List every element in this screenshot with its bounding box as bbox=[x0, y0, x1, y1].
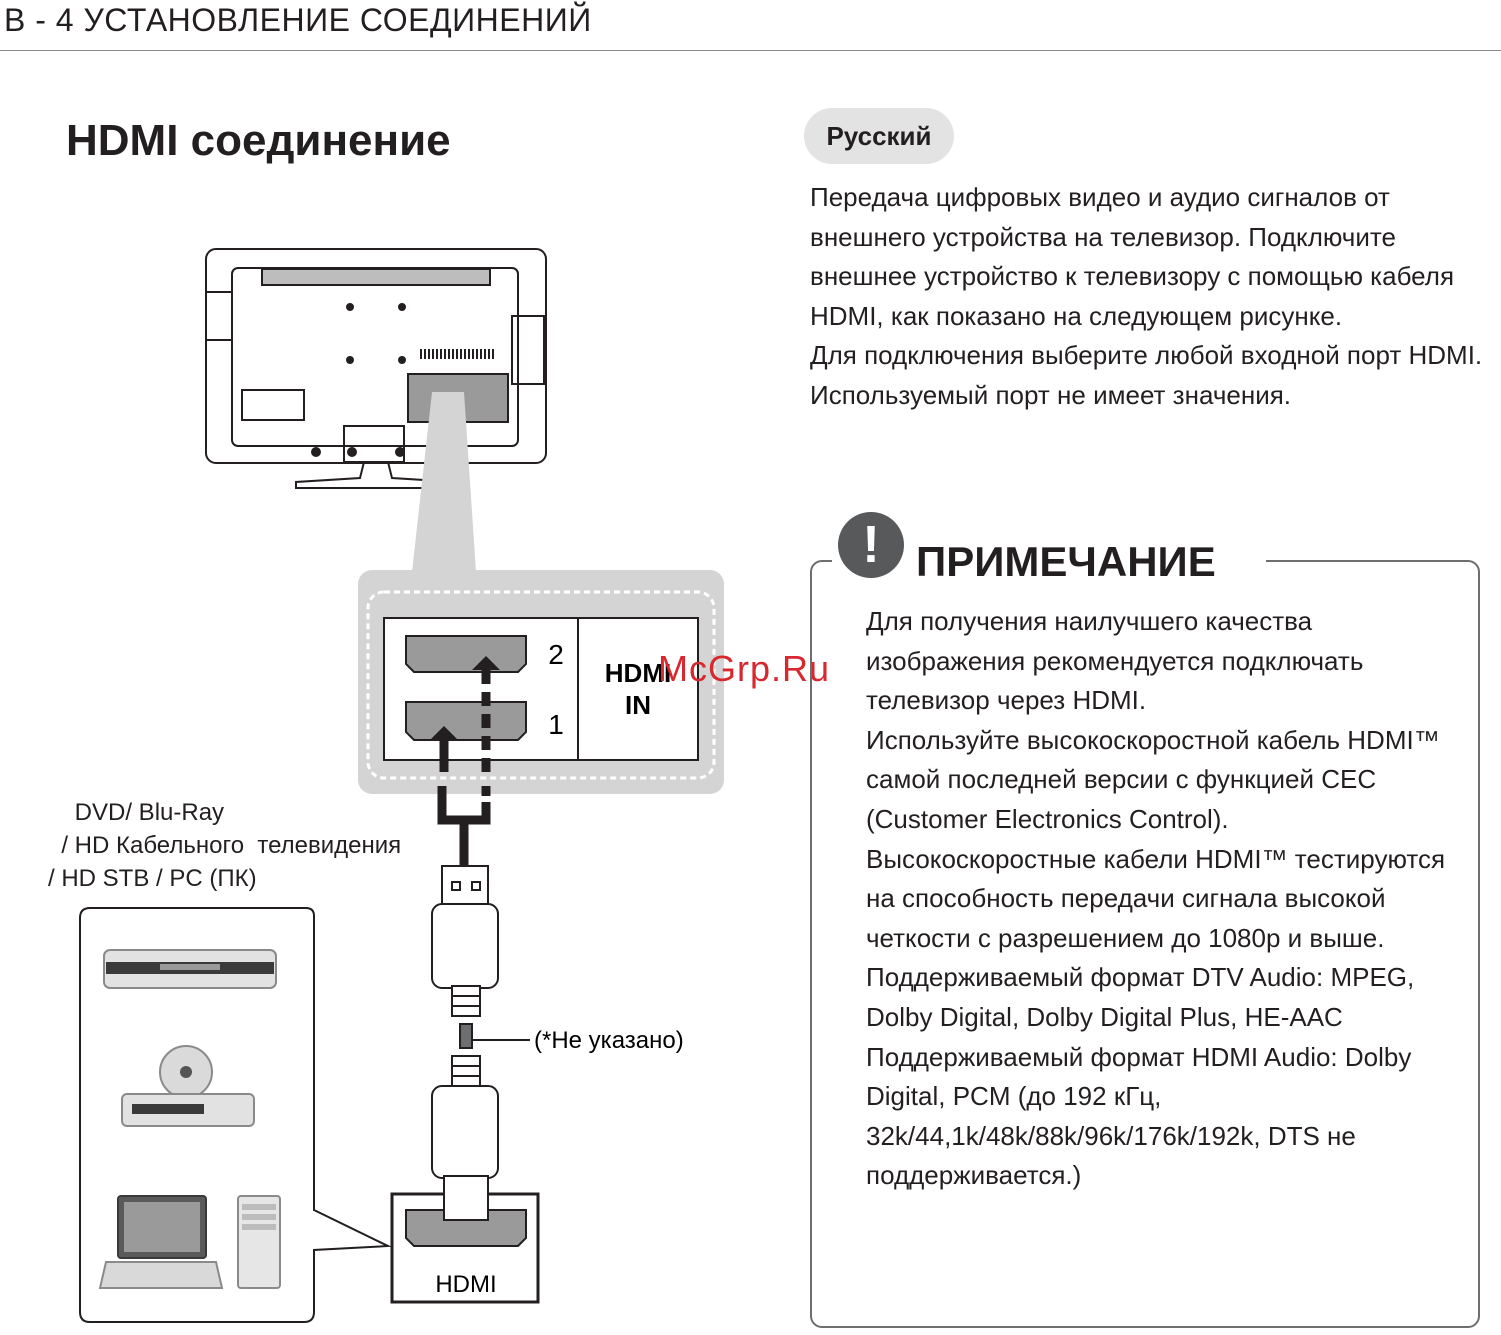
section-header: B - 4 УСТАНОВЛЕНИЕ СОЕДИНЕНИЙ bbox=[4, 2, 592, 38]
note-paragraph: Высокоскоростные кабели HDMI™ тестируютс… bbox=[866, 843, 1446, 953]
cable-arrows bbox=[437, 666, 491, 866]
hdmi-cable bbox=[431, 865, 499, 1221]
language-badge: Русский bbox=[804, 108, 954, 164]
intro-paragraph: Передача цифровых видео и аудио сигналов… bbox=[810, 182, 1455, 331]
note-paragraph: Для получения наилучшего качества изобра… bbox=[866, 606, 1364, 716]
port-2-label: 2 bbox=[548, 639, 564, 670]
note-title: ПРИМЕЧАНИЕ bbox=[916, 538, 1216, 585]
header-divider bbox=[0, 50, 1501, 51]
zoom-callout bbox=[412, 392, 476, 572]
intro-paragraph: Для подключения выберите любой входной п… bbox=[810, 340, 1483, 410]
source-hdmi-port: HDMI bbox=[390, 1175, 540, 1304]
note-header-background bbox=[832, 530, 1266, 590]
intro-text: Передача цифровых видео и аудио сигналов… bbox=[810, 178, 1490, 415]
hdmi-in-label: IN bbox=[625, 690, 651, 720]
note-paragraph: Поддерживаемый формат HDMI Audio: Dolby … bbox=[866, 1041, 1412, 1191]
tv-back-illustration bbox=[205, 248, 547, 489]
page-title: HDMI соединение bbox=[66, 116, 451, 165]
arrow-up-icon bbox=[472, 656, 500, 670]
arrow-up-icon bbox=[430, 726, 458, 740]
laptop-icon bbox=[98, 1195, 224, 1289]
blu-ray-player-icon bbox=[121, 1045, 255, 1127]
not-supplied-label: (*Не указано) bbox=[534, 1027, 684, 1054]
port-1-label: 1 bbox=[548, 709, 564, 740]
device-caption: DVD/ Blu-Ray / HD Кабельного телевидения… bbox=[48, 799, 402, 892]
note-paragraph: Поддерживаемый формат DTV Audio: MPEG, D… bbox=[866, 962, 1415, 1032]
pc-tower-icon bbox=[237, 1195, 281, 1289]
hdmi-logo: HDMI bbox=[605, 658, 671, 688]
dvd-player-icon bbox=[103, 949, 277, 989]
note-body: Для получения наилучшего качества изобра… bbox=[866, 602, 1466, 1196]
watermark: McGrp.Ru bbox=[658, 648, 831, 689]
exclamation-icon: ! bbox=[838, 512, 904, 578]
source-port-label: HDMI bbox=[435, 1271, 496, 1298]
note-paragraph: Используйте высокоскоростной кабель HDMI… bbox=[866, 724, 1440, 834]
